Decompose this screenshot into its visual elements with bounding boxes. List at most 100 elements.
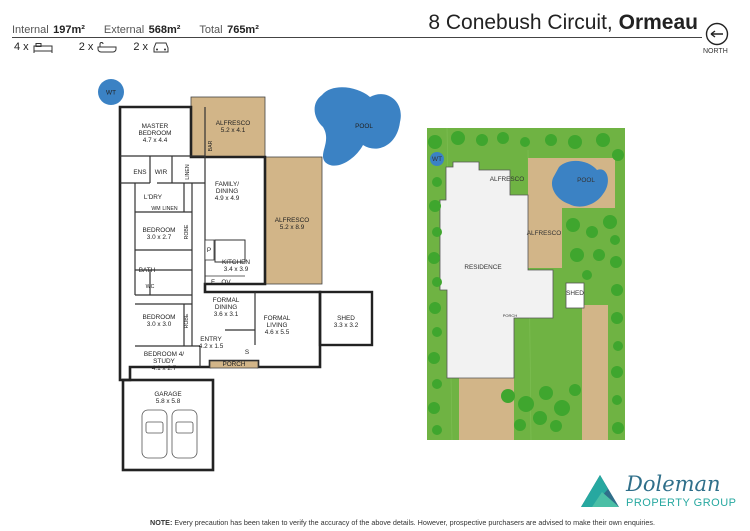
compass-icon	[705, 22, 729, 46]
garage-walls	[121, 378, 215, 472]
oven-label: OV	[221, 279, 231, 286]
interior-walls	[120, 107, 256, 367]
bedroom2-dim: 3.0 x 2.7	[147, 234, 172, 241]
formal-living-label2: LIVING	[267, 322, 288, 329]
bedrooms-count: 4 x	[14, 41, 29, 53]
residence	[439, 161, 554, 379]
site-alfresco1-label: ALFRESCO	[490, 176, 524, 183]
robe1-label: ROBE	[184, 224, 190, 239]
bar-label: BAR	[208, 140, 214, 151]
ldry-label: L'DRY	[144, 194, 163, 201]
brand-mark-icon	[581, 475, 619, 507]
alfresco-side-label: ALFRESCO	[275, 217, 309, 224]
site-pool-label: POOL	[577, 177, 595, 184]
site-plan: WT ALFRESCO POOL ALFRESCO RESIDENCE SHED…	[427, 127, 625, 441]
trees	[428, 131, 624, 435]
formal-dining-label2: DINING	[215, 304, 237, 311]
bedroom3-label: BEDROOM	[142, 314, 175, 321]
linen1-label: LINEN	[185, 164, 191, 180]
internal-label: Internal	[12, 24, 49, 36]
pool-label: POOL	[355, 123, 373, 130]
family-dining-label2: DINING	[216, 188, 238, 195]
shed-label: SHED	[337, 315, 355, 322]
porch-label: PORCH	[222, 361, 245, 368]
brand-subtitle: PROPERTY GROUP	[626, 497, 737, 509]
bedroom4-label1: BEDROOM 4/	[144, 351, 184, 358]
kitchen-label: KITCHEN	[222, 259, 250, 266]
entry-dim: 4.2 x 1.5	[199, 343, 224, 350]
area-stats: Internal 197m² External 568m² Total 765m…	[12, 20, 259, 38]
master-bedroom-dim: 4.7 x 4.4	[143, 137, 168, 144]
disclaimer-text: Every precaution has been taken to verif…	[174, 518, 655, 527]
garage-count: 2 x	[133, 41, 149, 53]
linen2-label: LINEN	[162, 206, 178, 212]
site-porch-label: PORCH	[503, 313, 518, 318]
site-wt-label: WT	[432, 156, 442, 163]
site-water-tank	[430, 152, 444, 166]
wir-label: WIR	[155, 169, 168, 176]
brand-name: Doleman	[626, 472, 721, 496]
external-value: 568m²	[148, 24, 181, 36]
family-dining-label1: FAMILY/	[215, 181, 239, 188]
shed-dim: 3.3 x 3.2	[334, 322, 359, 329]
porch	[209, 360, 259, 369]
bedroom3-dim: 3.0 x 3.0	[147, 321, 172, 328]
bedroom2-label: BEDROOM	[142, 227, 175, 234]
formal-living-dim: 4.6 x 5.5	[265, 329, 290, 336]
pantry-label: P	[207, 247, 211, 254]
car-icon	[153, 42, 169, 53]
site-shed-label: SHED	[566, 290, 584, 297]
formal-living-label1: FORMAL	[264, 315, 291, 322]
bathrooms-count: 2 x	[78, 41, 94, 53]
address-street: 8 Conebush Circuit,	[428, 11, 613, 34]
site-residence-label: RESIDENCE	[464, 264, 501, 271]
bedroom4-dim: 4.1 x 2.7	[152, 365, 177, 372]
formal-dining-dim: 3.6 x 3.1	[214, 311, 239, 318]
formal-dining-label1: FORMAL	[213, 297, 240, 304]
master-bedroom-label1: MASTER	[142, 123, 169, 130]
master-bedroom-label2: BEDROOM	[138, 130, 171, 137]
north-label: NORTH	[703, 48, 728, 55]
outer-walls	[118, 105, 322, 382]
water-tank	[98, 79, 124, 105]
bed-icon	[33, 42, 53, 53]
alfresco-side-dim: 5.2 x 8.9	[280, 224, 305, 231]
side-path	[582, 305, 608, 440]
wm-label: WM	[151, 206, 160, 212]
brand-logo: Doleman PROPERTY GROUP	[580, 472, 740, 512]
water-tank-label: WT	[106, 90, 116, 97]
external-label: External	[103, 24, 145, 36]
total-label: Total	[199, 24, 223, 36]
property-address: 8 Conebush Circuit, Ormeau	[428, 11, 698, 35]
pool	[314, 87, 401, 166]
entry-label: ENTRY	[200, 336, 222, 343]
alfresco-top	[190, 96, 266, 158]
header-rule	[12, 37, 702, 38]
robe2-label: ROBE	[184, 313, 190, 328]
bath-label: BATH	[139, 267, 156, 274]
features-row: 4 x 2 x 2 x	[14, 41, 170, 53]
site-pool	[551, 160, 608, 207]
address-suburb: Ormeau	[618, 11, 698, 34]
alfresco-top-label: ALFRESCO	[216, 120, 250, 127]
bedroom4-label2: STUDY	[153, 358, 175, 365]
bath-icon	[97, 41, 117, 52]
fridge-label: F	[211, 279, 215, 286]
north-compass	[705, 22, 729, 46]
wc-label: WC	[146, 284, 155, 290]
disclaimer-label: NOTE:	[150, 518, 173, 527]
stair-label: S	[245, 349, 249, 356]
disclaimer: NOTE: Every precaution has been taken to…	[150, 518, 655, 527]
site-alfresco2-label: ALFRESCO	[527, 230, 561, 237]
driveway	[459, 378, 514, 440]
ens-label: ENS	[133, 169, 146, 176]
internal-value: 197m²	[53, 24, 85, 36]
alfresco-top-dim: 5.2 x 4.1	[221, 127, 246, 134]
kitchen-dim: 3.4 x 3.9	[224, 266, 249, 273]
site-shed	[565, 282, 585, 309]
garage-cars	[141, 409, 198, 459]
total-value: 765m²	[227, 24, 259, 36]
garage-label: GARAGE	[154, 391, 181, 398]
garage-dim: 5.8 x 5.8	[156, 398, 181, 405]
